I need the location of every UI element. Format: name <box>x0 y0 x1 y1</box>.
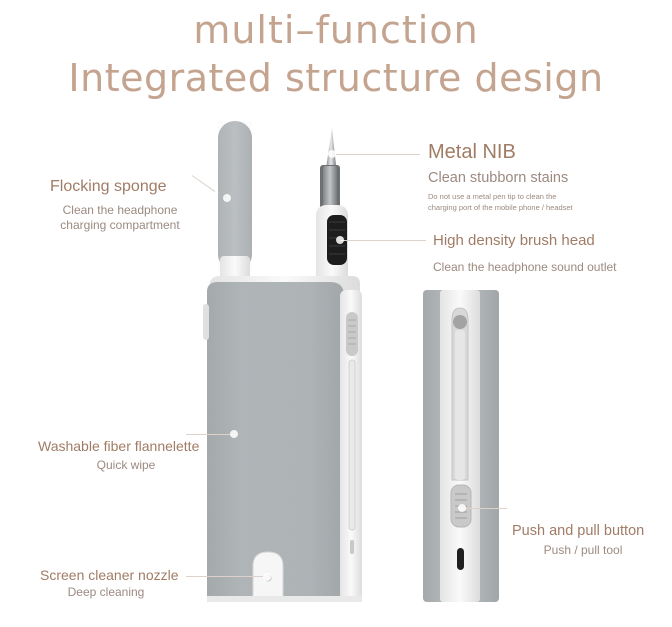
leader-flannel <box>186 434 234 435</box>
marker-nozzle <box>263 573 271 581</box>
brush-head-title: High density brush head <box>433 232 595 249</box>
flocking-sponge-stick <box>218 121 252 286</box>
flannelette-title: Washable fiber flannelette <box>38 438 200 454</box>
marker-brush <box>336 236 344 244</box>
leader-brush <box>340 240 426 241</box>
flocking-sponge-title: Flocking sponge <box>50 178 167 195</box>
metal-nib-note-1: Do not use a metal pen tip to clean the <box>428 192 557 201</box>
nozzle-title: Screen cleaner nozzle <box>40 567 179 583</box>
flocking-sponge-desc-2: charging compartment <box>60 218 180 232</box>
nozzle-desc: Deep cleaning <box>67 585 145 599</box>
side-rail <box>340 290 362 600</box>
metal-nib-title: Metal NIB <box>428 141 516 163</box>
push-pull-title: Push and pull button <box>512 523 645 539</box>
headline-line-2: Integrated structure design <box>68 56 604 100</box>
marker-metal-nib <box>328 150 336 158</box>
push-pull-desc: Push / pull tool <box>543 543 623 557</box>
leader-metal-nib <box>336 154 420 155</box>
flocking-sponge-desc-1: Clean the headphone <box>62 203 178 217</box>
marker-push-pull <box>458 504 466 512</box>
marker-flannel <box>230 430 238 438</box>
side-view-device <box>423 290 499 602</box>
flannelette-body <box>207 282 344 600</box>
metal-nib-note-2: charging port of the mobile phone / head… <box>428 203 573 212</box>
marker-flocking <box>223 194 231 202</box>
leader-push-pull <box>463 508 507 509</box>
brush-head-desc: Clean the headphone sound outlet <box>433 260 617 274</box>
metal-nib-subtitle: Clean stubborn stains <box>428 170 569 186</box>
metal-nib-pen <box>316 128 348 295</box>
headline-line-1: multi–function <box>193 8 479 52</box>
flannelette-desc: Quick wipe <box>96 458 156 472</box>
leader-nozzle <box>186 576 266 577</box>
